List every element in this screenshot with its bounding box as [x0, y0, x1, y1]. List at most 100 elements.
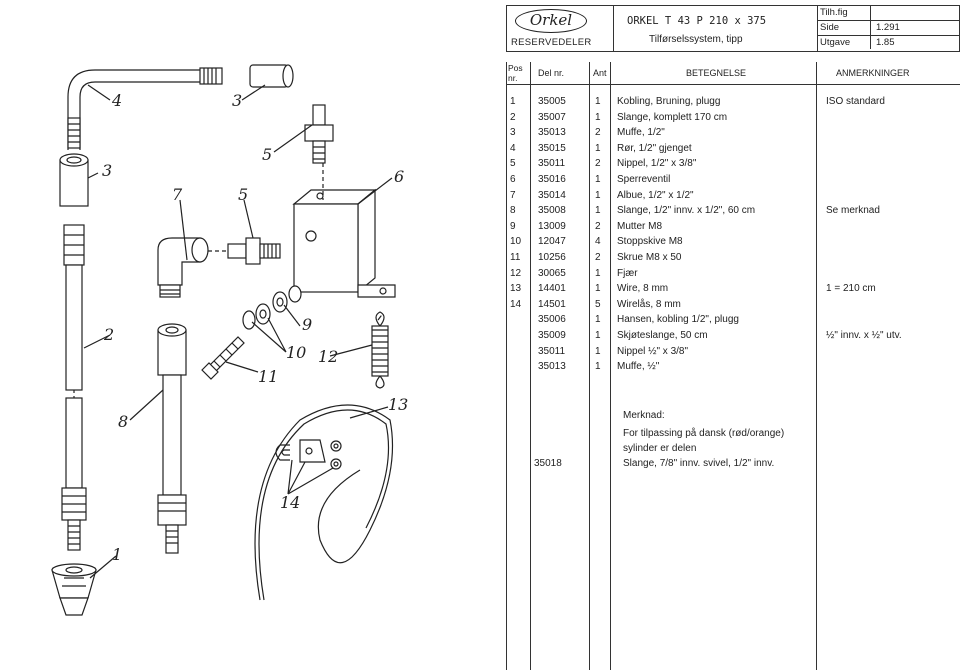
callout-14: 14 — [280, 493, 300, 512]
row-betegnelse: Skjøteslange, 50 cm — [617, 330, 708, 341]
row-pos: 10 — [510, 236, 522, 248]
row-delnr: 13009 — [538, 220, 566, 232]
row-betegnelse: Slange, komplett 170 cm — [617, 111, 728, 123]
callout-12: 12 — [318, 347, 338, 366]
row-betegnelse: Sperreventil — [617, 174, 671, 185]
wire-part-13 — [254, 404, 394, 601]
valve-block-part-6 — [292, 163, 396, 298]
row-pos: 6 — [510, 174, 516, 185]
row-betegnelse: Fjær — [617, 267, 638, 279]
note-line-3: Slange, 7/8" innv. svivel, 1/2" innv. — [623, 458, 775, 469]
elbow-part-7 — [157, 237, 209, 298]
hose-part-8 — [157, 323, 187, 554]
logo-subtitle: RESERVEDELER — [511, 37, 592, 48]
table-row: 6 35016 1 Sperreventil — [506, 174, 960, 189]
row-delnr: 14501 — [538, 298, 566, 310]
tilh-fig-label: Tilh.fig — [820, 7, 848, 18]
callout-13: 13 — [388, 395, 408, 414]
row-delnr: 35015 — [538, 142, 566, 154]
row-delnr: 30065 — [538, 267, 566, 279]
row-delnr: 35016 — [538, 174, 566, 185]
exploded-parts-drawing: 4 3 5 3 7 5 6 9 10 11 12 2 8 13 14 1 — [51, 64, 408, 616]
callout-numbers: 4 3 5 3 7 5 6 9 10 11 12 2 8 13 14 1 — [102, 91, 408, 564]
screw-part-11 — [201, 336, 245, 380]
row-betegnelse: Stoppskive M8 — [617, 236, 683, 248]
row-ant: 1 — [595, 111, 601, 123]
row-ant: 5 — [595, 298, 601, 310]
row-anmerkning: Se merknad — [826, 205, 880, 217]
row-delnr: 35008 — [538, 205, 566, 217]
model-title: ORKEL T 43 P 210 x 375 — [627, 15, 767, 27]
row-betegnelse: Mutter M8 — [617, 220, 663, 232]
callout-5-mid: 5 — [238, 185, 248, 204]
note-line-1: For tilpassing på dansk (rød/orange) — [623, 428, 785, 439]
washers-nuts-9-10 — [242, 285, 302, 330]
callout-4: 4 — [111, 91, 122, 110]
row-ant: 1 — [595, 189, 601, 201]
note-line-2: sylinder er delen — [623, 443, 697, 454]
utgave-value: 1.85 — [876, 37, 895, 48]
muffe-part-3-left — [59, 153, 89, 207]
row-pos: 2 — [510, 111, 516, 123]
row-betegnelse: Muffe, ½" — [617, 361, 660, 373]
sheet-header: Orkel RESERVEDELER ORKEL T 43 P 210 x 37… — [506, 5, 960, 52]
side-label: Side — [820, 22, 840, 33]
row-ant: 2 — [595, 158, 601, 170]
row-ant: 1 — [595, 174, 601, 185]
callout-2: 2 — [103, 325, 114, 344]
row-delnr: 35009 — [538, 330, 566, 341]
table-row: 7 35014 1 Albue, 1/2" x 1/2" — [506, 190, 960, 205]
row-delnr: 10256 — [538, 252, 566, 263]
row-pos: 5 — [510, 158, 516, 170]
row-pos: 9 — [510, 220, 516, 232]
row-ant: 2 — [595, 127, 601, 139]
row-delnr: 35013 — [538, 127, 566, 139]
row-pos: 7 — [510, 189, 516, 201]
callout-leaders — [83, 84, 393, 579]
system-title: Tilførselssystem, tipp — [649, 34, 743, 45]
row-pos: 14 — [510, 298, 522, 310]
note-delnr: 35018 — [534, 458, 562, 469]
row-betegnelse: Albue, 1/2" x 1/2" — [617, 189, 694, 201]
row-pos: 11 — [510, 252, 521, 263]
col-header-delnr: Del nr. — [538, 68, 565, 78]
row-ant: 2 — [595, 220, 601, 232]
hose-part-2 — [61, 224, 87, 551]
callout-7: 7 — [172, 185, 183, 204]
row-pos: 13 — [510, 283, 522, 295]
col-header-pos: Pos nr. — [508, 63, 523, 83]
table-row: 10 12047 4 Stoppskive M8 — [506, 236, 960, 251]
row-betegnelse: Kobling, Bruning, plugg — [617, 96, 721, 107]
row-ant: 1 — [595, 330, 601, 341]
row-ant: 2 — [595, 252, 601, 263]
row-ant: 1 — [595, 345, 601, 357]
spring-part-12 — [371, 311, 389, 389]
row-delnr: 35011 — [538, 345, 566, 357]
row-ant: 4 — [595, 236, 601, 248]
row-delnr: 35011 — [538, 158, 566, 170]
orkel-logo: Orkel — [515, 9, 587, 33]
row-ant: 1 — [595, 361, 601, 373]
row-ant: 1 — [595, 205, 601, 217]
row-anmerkning: ISO standard — [826, 96, 885, 107]
row-delnr: 35014 — [538, 189, 566, 201]
callout-3-top: 3 — [232, 91, 242, 110]
col-header-betegnelse: BETEGNELSE — [686, 68, 747, 78]
note-title: Merknad: — [623, 410, 665, 421]
row-pos: 8 — [510, 205, 516, 217]
row-betegnelse: Wire, 8 mm — [617, 283, 669, 295]
row-pos: 3 — [510, 127, 516, 139]
row-delnr: 12047 — [538, 236, 566, 248]
row-anmerkning: ½" innv. x ½" utv. — [826, 330, 902, 341]
